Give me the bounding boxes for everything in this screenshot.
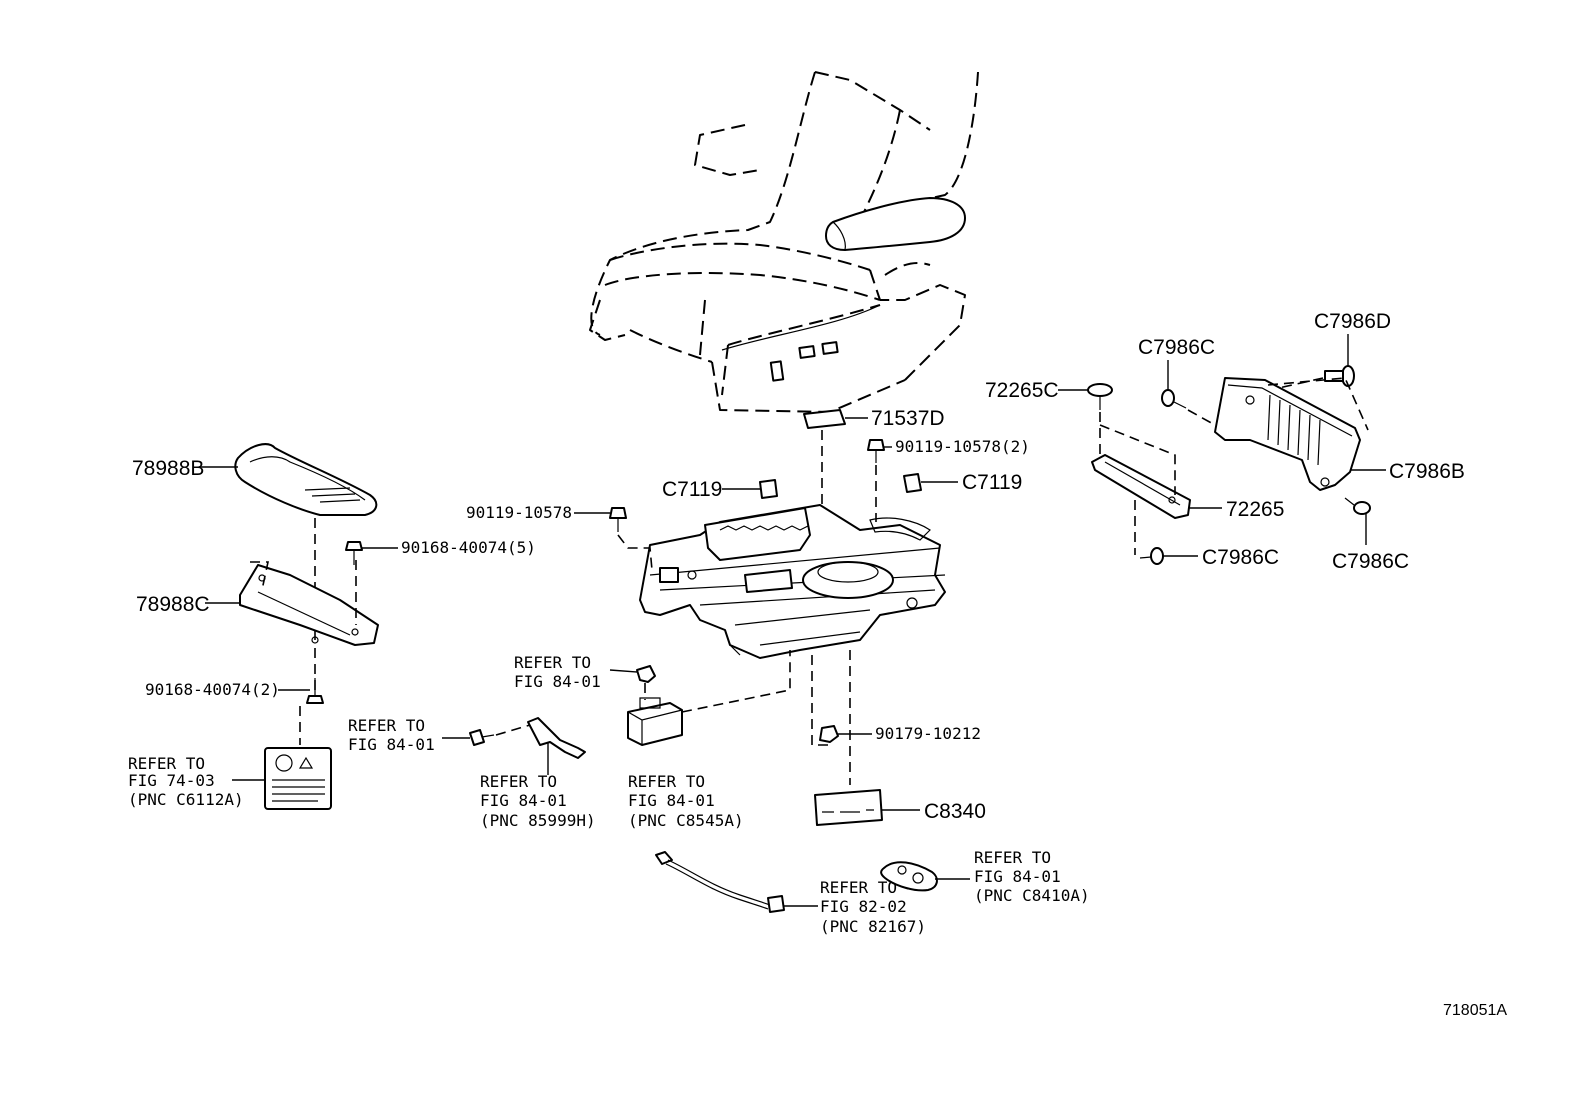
label-C7986C-top: C7986C xyxy=(1138,336,1215,359)
part-78988C: 78988C xyxy=(136,560,379,690)
ref-fig74-line3: (PNC C6112A) xyxy=(128,790,244,809)
part-90168-40074-2: 90168-40074(2) xyxy=(145,678,324,745)
ref-fig84-d-line1: REFER TO xyxy=(628,772,705,791)
part-90119-10578: 90119-10578 xyxy=(466,503,653,571)
armrest xyxy=(825,197,966,251)
ref-fig82: REFER TO FIG 82-02 (PNC 82167) xyxy=(820,878,926,936)
seat-side-switches xyxy=(721,304,881,382)
label-C8340: C8340 xyxy=(924,800,986,823)
label-72265: 72265 xyxy=(1226,498,1284,521)
ref-fig84-c-line3: (PNC 85999H) xyxy=(480,811,596,830)
part-90179-10212: 90179-10212 xyxy=(811,655,981,746)
bolt-84-01 xyxy=(442,724,531,746)
ref-fig84-d-line3: (PNC C8545A) xyxy=(628,811,744,830)
ref-fig84-c-line2: FIG 84-01 xyxy=(480,791,567,810)
part-78988B: 78988B xyxy=(132,443,378,640)
clip-part-84-01 xyxy=(609,665,656,700)
ecu-C8545A xyxy=(627,650,791,746)
part-C7986D: C7986D xyxy=(1269,310,1391,391)
label-90168-40074-2: 90168-40074(2) xyxy=(145,680,280,699)
seat-track-frame xyxy=(639,504,946,659)
label-C7119-right: C7119 xyxy=(962,471,1022,494)
ref-fig84-a-line2: FIG 84-01 xyxy=(514,672,601,691)
label-90119-10578: 90119-10578 xyxy=(466,503,572,522)
ref-fig84-c-line1: REFER TO xyxy=(480,772,557,791)
ref-fig84-a-line1: REFER TO xyxy=(514,653,591,672)
label-C7986C-bottom: C7986C xyxy=(1202,546,1279,569)
ref-fig82-line3: (PNC 82167) xyxy=(820,917,926,936)
label-90119-10578-2: 90119-10578(2) xyxy=(895,437,1030,456)
ref-fig74-line2: FIG 74-03 xyxy=(128,771,215,790)
part-C7986C-bottom: C7986C xyxy=(1139,546,1279,569)
caution-label-C6112A xyxy=(232,747,332,810)
label-C7986B: C7986B xyxy=(1389,460,1465,483)
ref-fig84-e-line1: REFER TO xyxy=(974,848,1051,867)
bracket-85999H xyxy=(527,717,586,775)
ref-fig84-b-line1: REFER TO xyxy=(348,716,425,735)
ref-fig84-e: REFER TO FIG 84-01 (PNC C8410A) xyxy=(974,848,1090,905)
label-78988B: 78988B xyxy=(132,457,204,480)
ref-fig74: REFER TO FIG 74-03 (PNC C6112A) xyxy=(128,754,244,809)
ref-fig84-d-line2: FIG 84-01 xyxy=(628,791,715,810)
part-C7986B: C7986B xyxy=(1214,377,1465,491)
label-C7986C-right: C7986C xyxy=(1332,550,1409,573)
ref-fig84-b-line2: FIG 84-01 xyxy=(348,735,435,754)
remote-C8410A xyxy=(880,861,970,892)
ref-fig84-d: REFER TO FIG 84-01 (PNC C8545A) xyxy=(628,772,744,830)
part-C7986C-right: C7986C xyxy=(1332,497,1409,573)
label-90168-40074-5: 90168-40074(5) xyxy=(401,538,536,557)
label-71537D: 71537D xyxy=(871,407,945,430)
part-90168-40074-5: 90168-40074(5) xyxy=(345,538,536,565)
ref-fig82-line2: FIG 82-02 xyxy=(820,897,907,916)
label-90179-10212: 90179-10212 xyxy=(875,724,981,743)
wire-harness-82167 xyxy=(655,851,818,913)
label-C7119-left: C7119 xyxy=(662,478,722,501)
label-78988C: 78988C xyxy=(136,593,210,616)
ref-fig84-e-line2: FIG 84-01 xyxy=(974,867,1061,886)
label-72265C: 72265C xyxy=(985,379,1059,402)
part-C7119-left: C7119 xyxy=(662,478,778,501)
part-C7986C-top: C7986C xyxy=(1138,336,1216,426)
part-C8340: C8340 xyxy=(814,650,986,826)
ref-fig84-b: REFER TO FIG 84-01 xyxy=(348,716,435,754)
label-C7986D: C7986D xyxy=(1314,310,1391,333)
ref-fig84-a: REFER TO FIG 84-01 xyxy=(514,653,601,691)
ref-fig84-c: REFER TO FIG 84-01 (PNC 85999H) xyxy=(480,772,596,830)
ref-fig82-line1: REFER TO xyxy=(820,878,897,897)
part-72265: 72265 xyxy=(1091,424,1284,555)
ref-fig84-e-line3: (PNC C8410A) xyxy=(974,886,1090,905)
part-90119-10578-2: 90119-10578(2) xyxy=(867,437,1030,522)
part-72265C: 72265C xyxy=(985,379,1113,460)
part-C7119-right: C7119 xyxy=(903,471,1022,494)
part-71537D: 71537D xyxy=(803,407,945,570)
diagram-id: 718051A xyxy=(1443,1002,1507,1019)
ref-fig74-line1: REFER TO xyxy=(128,754,205,773)
